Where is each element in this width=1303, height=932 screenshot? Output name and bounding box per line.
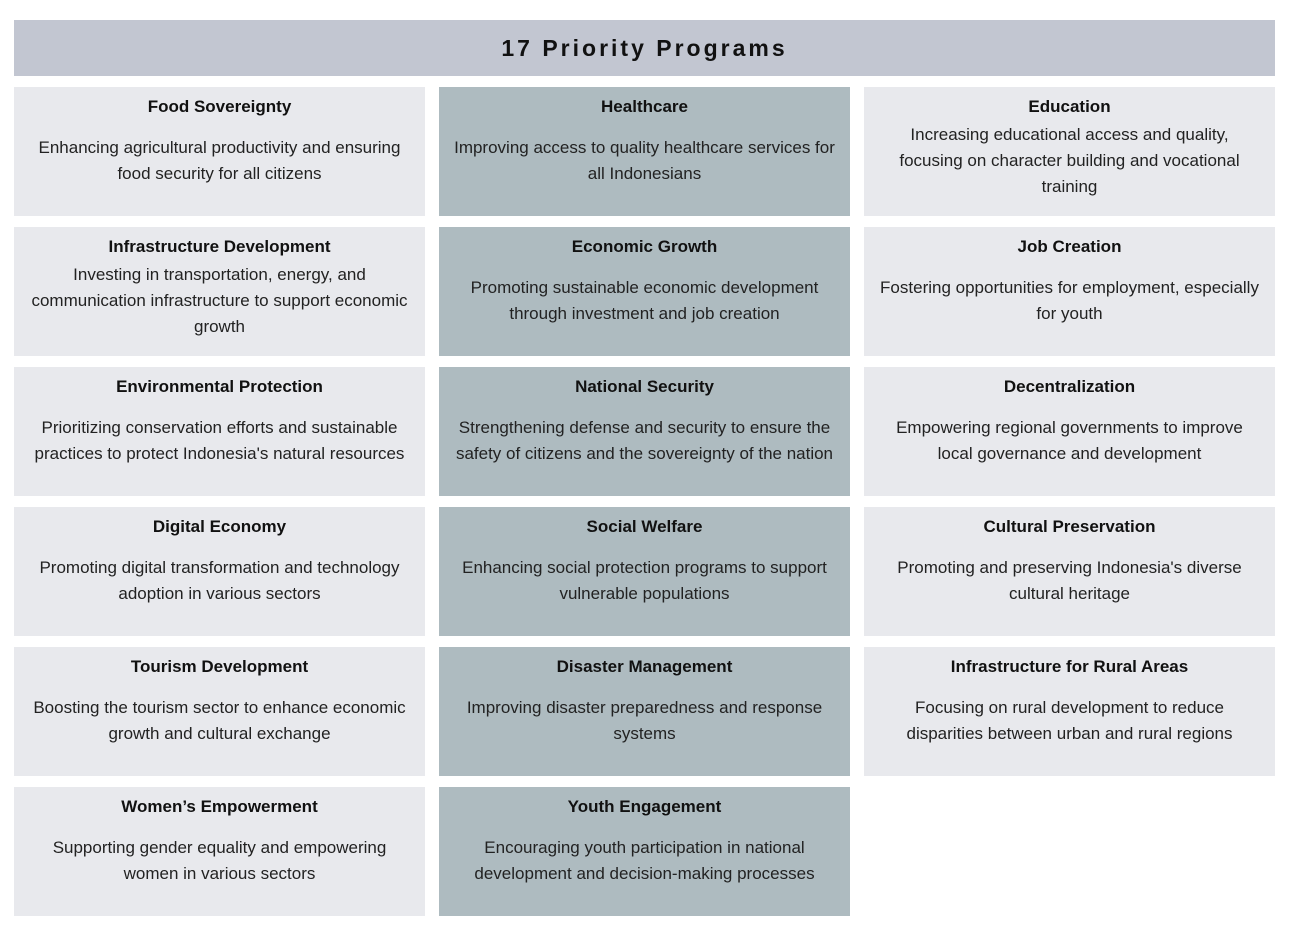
program-card-healthcare: Healthcare Improving access to quality h…	[439, 87, 850, 216]
program-card-job-creation: Job Creation Fostering opportunities for…	[864, 227, 1275, 356]
program-card-womens-empowerment: Women’s Empowerment Supporting gender eq…	[14, 787, 425, 916]
program-title: Youth Engagement	[567, 797, 722, 816]
program-card-environmental-protection: Environmental Protection Prioritizing co…	[14, 367, 425, 496]
program-title: Disaster Management	[556, 657, 733, 676]
program-description: Promoting digital transformation and tec…	[39, 557, 400, 603]
program-title: Decentralization	[1003, 377, 1136, 396]
program-card-youth-engagement: Youth Engagement Encouraging youth parti…	[439, 787, 850, 916]
programs-grid: Food Sovereignty Enhancing agricultural …	[14, 87, 1275, 916]
program-description: Encouraging youth participation in natio…	[474, 837, 815, 883]
program-card-national-security: National Security Strengthening defense …	[439, 367, 850, 496]
program-description: Empowering regional governments to impro…	[896, 417, 1243, 463]
program-title: Economic Growth	[571, 237, 718, 256]
program-description: Improving disaster preparedness and resp…	[466, 697, 823, 743]
program-card-rural-infrastructure: Infrastructure for Rural Areas Focusing …	[864, 647, 1275, 776]
program-card-decentralization: Decentralization Empowering regional gov…	[864, 367, 1275, 496]
program-title: Food Sovereignty	[147, 97, 292, 116]
program-card-infrastructure-development: Infrastructure Development Investing in …	[14, 227, 425, 356]
program-card-disaster-management: Disaster Management Improving disaster p…	[439, 647, 850, 776]
program-title: Healthcare	[601, 97, 688, 116]
page-header: 17 Priority Programs	[14, 20, 1275, 76]
program-title: National Security	[575, 377, 714, 396]
program-description: Increasing educational access and qualit…	[899, 124, 1240, 196]
program-card-digital-economy: Digital Economy Promoting digital transf…	[14, 507, 425, 636]
program-description: Boosting the tourism sector to enhance e…	[33, 697, 406, 743]
program-title: Women’s Empowerment	[121, 797, 318, 816]
program-card-food-sovereignty: Food Sovereignty Enhancing agricultural …	[14, 87, 425, 216]
program-description: Strengthening defense and security to en…	[455, 417, 834, 463]
program-title: Tourism Development	[130, 657, 309, 676]
program-title: Environmental Protection	[116, 377, 323, 396]
program-title: Job Creation	[1017, 237, 1122, 256]
program-card-education: Education Increasing educational access …	[864, 87, 1275, 216]
program-title: Infrastructure for Rural Areas	[950, 657, 1189, 676]
program-description: Focusing on rural development to reduce …	[906, 697, 1233, 743]
program-description: Fostering opportunities for employment, …	[880, 277, 1259, 323]
program-description: Investing in transportation, energy, and…	[31, 264, 408, 336]
program-description: Improving access to quality healthcare s…	[454, 137, 835, 183]
program-title: Social Welfare	[586, 517, 703, 536]
program-description: Prioritizing conservation efforts and su…	[34, 417, 405, 463]
program-card-tourism-development: Tourism Development Boosting the tourism…	[14, 647, 425, 776]
program-description: Supporting gender equality and empowerin…	[52, 837, 387, 883]
program-card-economic-growth: Economic Growth Promoting sustainable ec…	[439, 227, 850, 356]
program-description: Enhancing agricultural productivity and …	[38, 137, 401, 183]
program-description: Promoting sustainable economic developme…	[470, 277, 819, 323]
program-description: Enhancing social protection programs to …	[462, 557, 827, 603]
page-title: 17 Priority Programs	[501, 34, 788, 61]
program-title: Infrastructure Development	[108, 237, 331, 256]
program-card-cultural-preservation: Cultural Preservation Promoting and pres…	[864, 507, 1275, 636]
program-title: Cultural Preservation	[983, 517, 1156, 536]
program-title: Digital Economy	[152, 517, 287, 536]
program-description: Promoting and preserving Indonesia's div…	[897, 557, 1242, 603]
program-card-social-welfare: Social Welfare Enhancing social protecti…	[439, 507, 850, 636]
program-title: Education	[1028, 97, 1111, 116]
